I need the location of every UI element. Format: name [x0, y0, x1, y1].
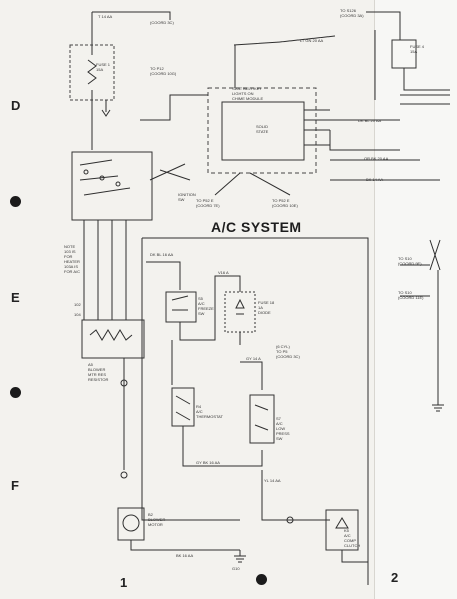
wire-gyb-label: GY BK 16 AA: [196, 460, 220, 465]
fuse-4-label: FUSE 4 15A: [410, 44, 425, 54]
ground-wire-label: BK 16 AA: [176, 553, 194, 558]
wire-16a-label: V16 A: [218, 270, 229, 275]
facing-page-edge: [374, 0, 457, 599]
row-letter-d: D: [11, 98, 21, 113]
comp-clutch-label: K5 A/C COMP CLUTCH: [344, 528, 361, 548]
ignition-switch-label: IGNITION SW: [178, 192, 196, 202]
fuse-diode-label: FUSE 18 1A DIODE: [258, 300, 275, 315]
wire-yl-label: YL 14 AA: [264, 478, 281, 483]
wire-gy-label: GY 14 A: [246, 356, 261, 361]
blower-resistor-label: A5 BLOWER MTR RES RESISTOR: [88, 362, 109, 382]
to-s10b-label: TO S10 (COORD 11E): [398, 290, 424, 300]
wire-102-label: 102: [74, 302, 81, 307]
org-wire-label: OR BK 20 AA: [364, 156, 389, 161]
top-wire-label: T 14 AA: [98, 14, 113, 19]
solid-state-label: SOLID STATE: [256, 124, 269, 134]
row-letter-e: E: [11, 290, 20, 305]
blower-motor-label: B2 BLOWER MOTOR: [148, 512, 166, 527]
pr-wire-label: DK BL 16 AA: [150, 252, 174, 257]
seat-belt-label: SEAT BELT/KEY LIGHTS ON CHIME MODULE: [232, 86, 264, 101]
binder-hole: [10, 387, 21, 398]
binder-hole: [10, 196, 21, 207]
column-number-1: 1: [120, 575, 128, 590]
ground-label: G10: [232, 566, 240, 571]
note-label: NOTE 103 IS FOR HEATER 103A IS FOR A/C: [64, 244, 81, 274]
fuse-right-wire-label: LT GN 20 AA: [300, 38, 324, 43]
thermostat-label: R4 A/C THERMOSTAT: [196, 404, 223, 419]
binder-hole: [256, 574, 267, 585]
low-press-label: S7 A/C LOW PRESS SW: [276, 416, 290, 441]
top-coord-label: (COORD 3C): [150, 20, 174, 25]
row-letter-f: F: [11, 478, 19, 493]
wire-104-label: 104: [74, 312, 81, 317]
column-number-2: 2: [391, 570, 399, 585]
to-s10-label: TO S10 (COORD 9E): [398, 256, 422, 266]
bk-wire-label: BK 14 AA: [366, 177, 384, 182]
freeze-switch-label: S5 A/C FREEZE SW: [198, 296, 214, 316]
to-p52-left-label: TO P52 E (COORD 7E): [196, 198, 220, 208]
to-p12-label: TO P12 (COORD 10G): [150, 66, 177, 76]
to-s126-label: TO S126 (COORD 3A): [340, 8, 364, 18]
six-cyl-label: (6 CYL) TO P5 (COORD 3C): [276, 344, 300, 359]
dk-bl-wire-label: DK BL 20 AA: [358, 118, 382, 123]
to-p52-right-label: TO P52 E (COORD 10E): [272, 198, 298, 208]
diagram-title: A/C SYSTEM: [211, 219, 302, 235]
fuse-1-label: FUSE 1 15A: [96, 62, 111, 72]
